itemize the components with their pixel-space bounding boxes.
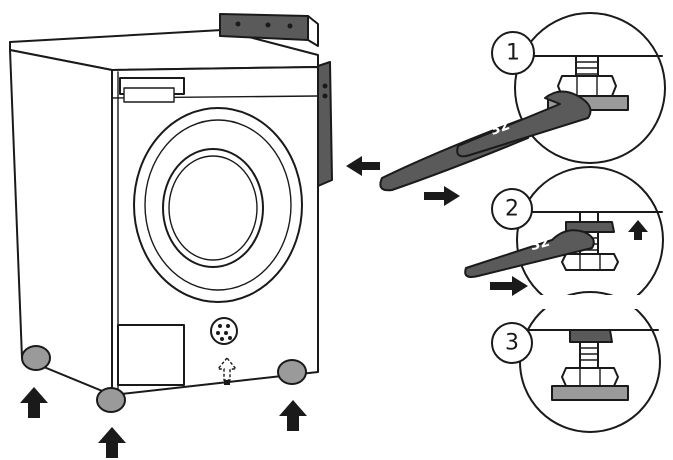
step-1-detail: 32 1	[457, 13, 665, 163]
arrow-up-icon	[98, 427, 126, 458]
step-number-2: 2	[505, 197, 519, 222]
washing-machine	[10, 14, 332, 412]
step-number-3: 3	[505, 331, 519, 356]
foot-back-left	[22, 346, 50, 370]
filter-cover	[118, 325, 184, 385]
foot-front-right	[278, 360, 306, 384]
machine-side	[10, 50, 112, 395]
vent-grille	[211, 318, 237, 344]
step-number-1: 1	[506, 41, 520, 66]
arrow-right-icon	[490, 276, 528, 296]
foot-front-left	[97, 388, 125, 412]
step-2-3-detail: 32 2 3	[465, 167, 663, 432]
arrow-up-icon	[20, 387, 48, 418]
arrow-right-icon	[424, 186, 460, 206]
arrow-left-icon	[346, 156, 380, 176]
door-glass	[163, 149, 263, 267]
arrow-up-icon	[279, 400, 307, 431]
